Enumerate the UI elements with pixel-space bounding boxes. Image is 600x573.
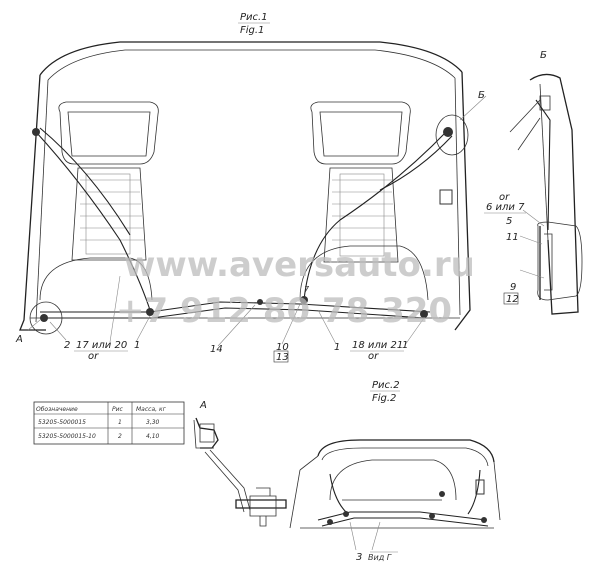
callout-3-note: Вид Г (368, 553, 392, 562)
parts-table: Обозначение Рис Масса, кг 53205-5000015 … (33, 401, 185, 445)
table-header-designation: Обозначение (36, 406, 78, 413)
callout-or-3: or (499, 192, 510, 203)
callout-18-or-21: 18 или 21 (352, 340, 403, 351)
right-seat (310, 101, 411, 263)
table-header-fig: Рис (112, 406, 124, 413)
fig1-title-en: Fig.1 (240, 25, 264, 36)
callout-1b: 1 (334, 342, 340, 353)
harness-fig1 (32, 127, 453, 322)
seat-bases (39, 245, 429, 301)
view-b-detail (509, 73, 583, 315)
callout-7: 7 (304, 285, 310, 294)
callout-14: 14 (210, 344, 223, 355)
callout-12: 12 (506, 294, 519, 305)
callout-5: 5 (506, 216, 512, 227)
fig1-title-ru: Рис.1 (240, 12, 268, 23)
callout-3: 3 (356, 552, 362, 563)
table-cell-r2-c1: 53205-5000015-10 (38, 433, 96, 440)
callout-10: 10 (276, 342, 289, 353)
callout-1a: 1 (134, 340, 140, 351)
leader-lines-fig1 (27, 95, 487, 347)
callout-or-2: or (368, 351, 379, 362)
view-b-label: Б (540, 50, 547, 61)
fig2-title-ru: Рис.2 (372, 380, 400, 391)
callout-13: 13 (276, 352, 289, 363)
table-cell-r1-c1: 53205-5000015 (38, 419, 86, 426)
table-cell-r2-c2: 2 (118, 433, 122, 440)
fig1-cab-outline (19, 41, 471, 331)
callout-9: 9 (510, 282, 516, 293)
table-header-mass: Масса, кг (136, 406, 167, 413)
fig2-title-en: Fig.2 (372, 393, 396, 404)
fig2-detail-a (193, 417, 287, 527)
table-cell-r2-c3: 4,10 (146, 433, 160, 440)
fig2-view-a-label: А (199, 400, 207, 411)
view-a-callout: А (15, 334, 23, 345)
left-seat (58, 101, 159, 261)
watermark-url: www.aversauto.ru (124, 245, 475, 285)
detail-b-circle (435, 114, 469, 156)
table-cell-r1-c2: 1 (118, 419, 122, 426)
table-cell-r1-c3: 3,30 (146, 419, 160, 426)
detail-a-circle (29, 301, 63, 335)
watermark-phone: +7 912 80 78 320 (116, 291, 452, 331)
callout-1c: 1 (402, 340, 408, 351)
fig2-cab (289, 439, 501, 553)
callout-11: 11 (506, 232, 519, 243)
callout-or-1: or (88, 351, 99, 362)
callout-6-or-7: 6 или 7 (486, 202, 525, 213)
view-b-callout: Б (478, 90, 485, 101)
callout-2: 2 (64, 340, 70, 351)
callout-17-or-20: 17 или 20 (76, 340, 127, 351)
